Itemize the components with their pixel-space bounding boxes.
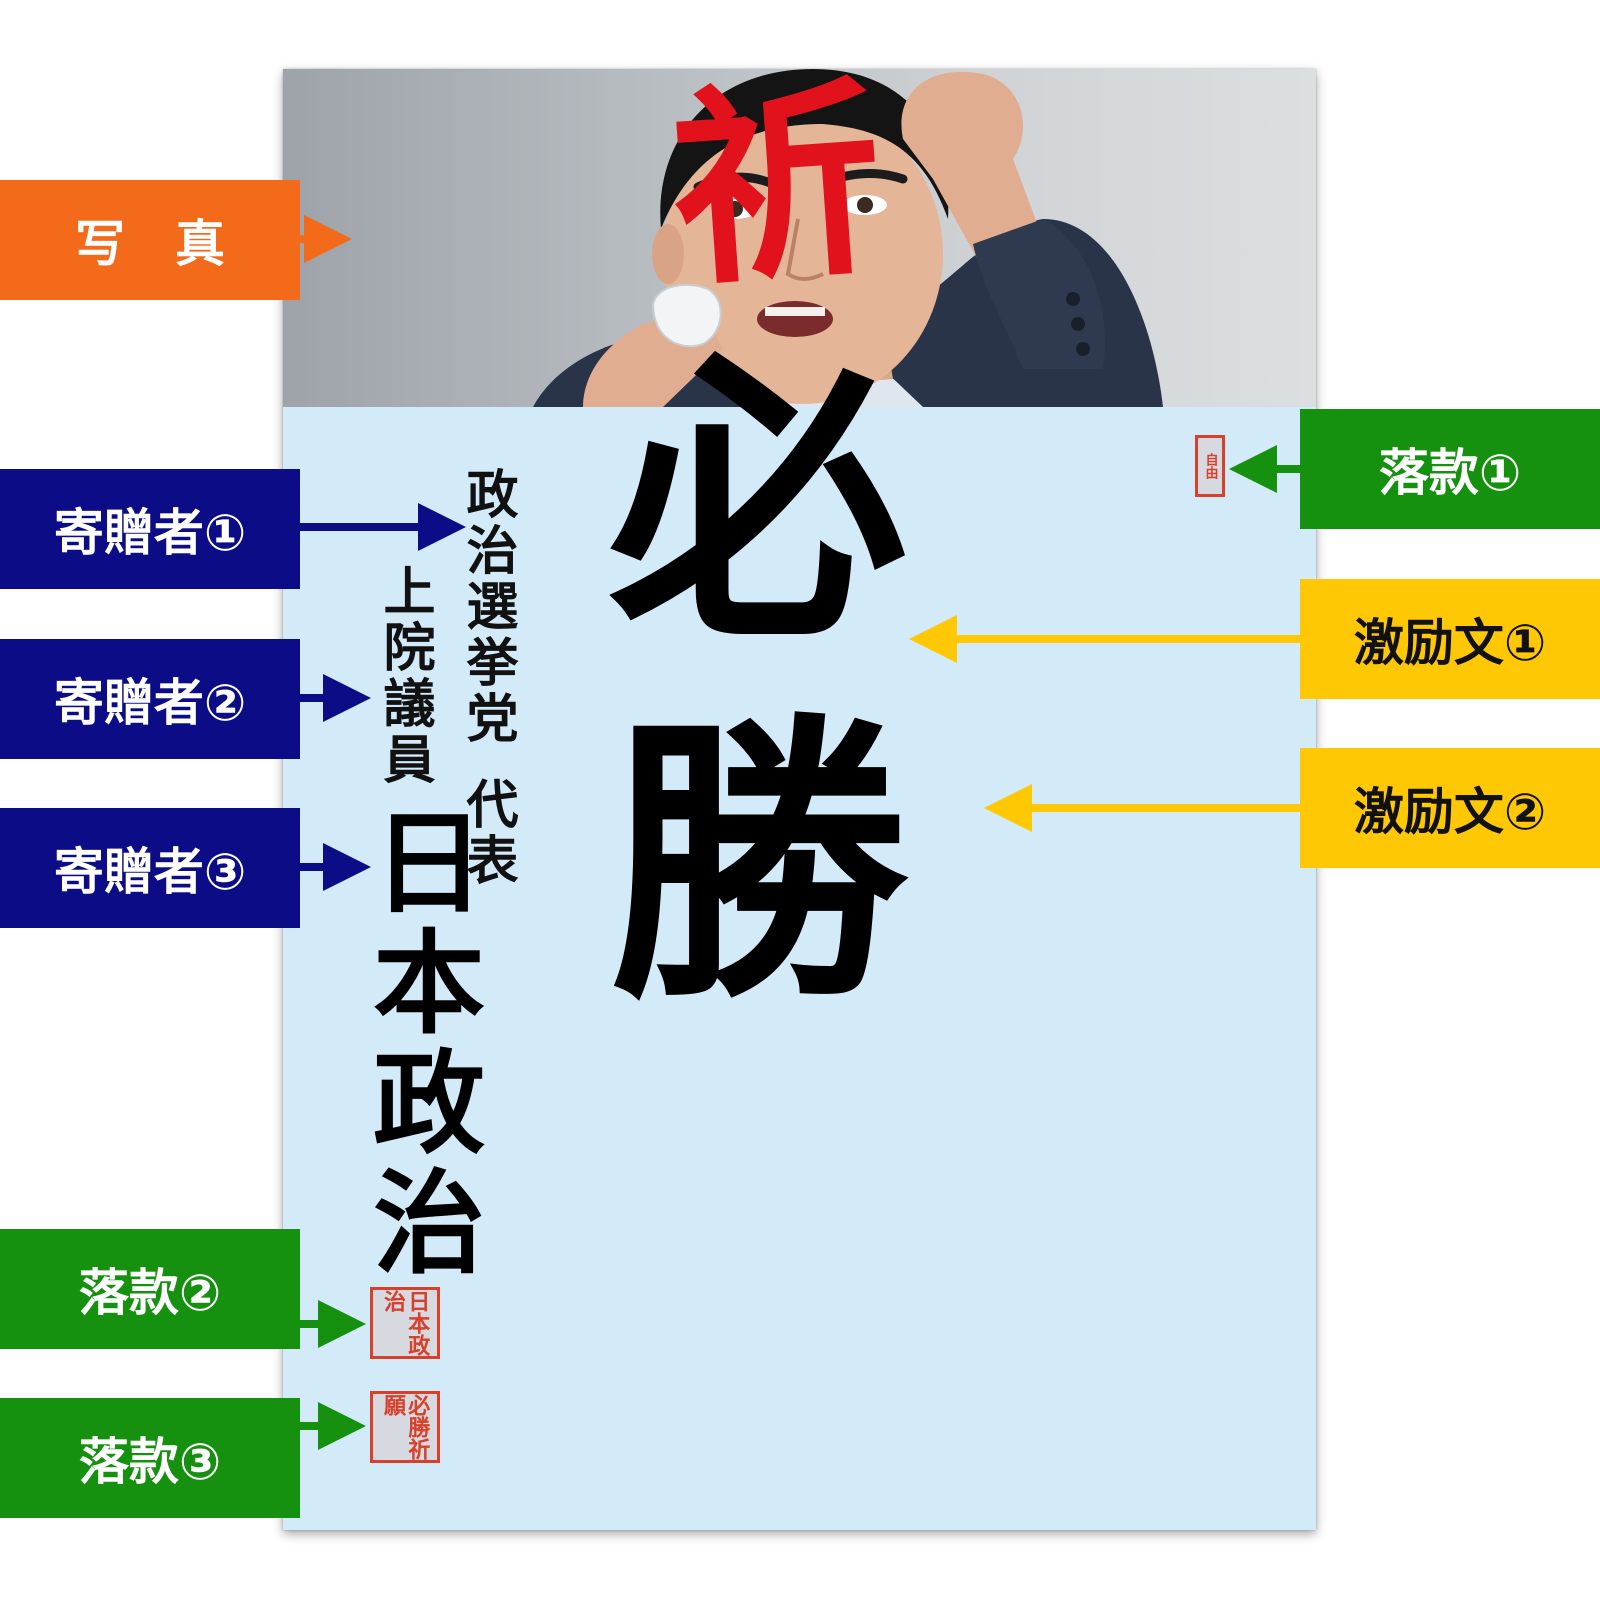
label-message-1: 激励文①: [1300, 579, 1600, 699]
slogan-certain-victory: 必勝: [557, 344, 910, 1064]
label-seal-3: 落款③: [0, 1398, 300, 1518]
donor-organization-name: 政治選挙党: [457, 467, 518, 747]
candidate-illustration: [533, 69, 1163, 407]
label-photo: 写 真: [0, 180, 300, 300]
label-donor-3: 寄贈者③: [0, 808, 300, 928]
seal-stamp-3: 必勝祈願: [370, 1391, 440, 1463]
donor-title: 上院議員: [374, 564, 435, 788]
donor-organization-role: 代表: [457, 777, 518, 889]
label-seal-1: 落款①: [1300, 409, 1600, 529]
candidate-photo: [283, 69, 1316, 407]
label-donor-2: 寄贈者②: [0, 639, 300, 759]
poster: 祈 必勝 政治選挙党代表 上院議員 日本政治 自由 日本政治 必勝祈願: [283, 69, 1316, 1530]
seal-stamp-1: 自由: [1195, 435, 1225, 497]
donor-name: 日本政治: [354, 804, 485, 1284]
label-message-2: 激励文②: [1300, 748, 1600, 868]
donor-organization: 政治選挙党代表: [457, 467, 518, 889]
label-donor-1: 寄贈者①: [0, 469, 300, 589]
seal-stamp-2: 日本政治: [370, 1287, 440, 1359]
label-seal-2: 落款②: [0, 1229, 300, 1349]
